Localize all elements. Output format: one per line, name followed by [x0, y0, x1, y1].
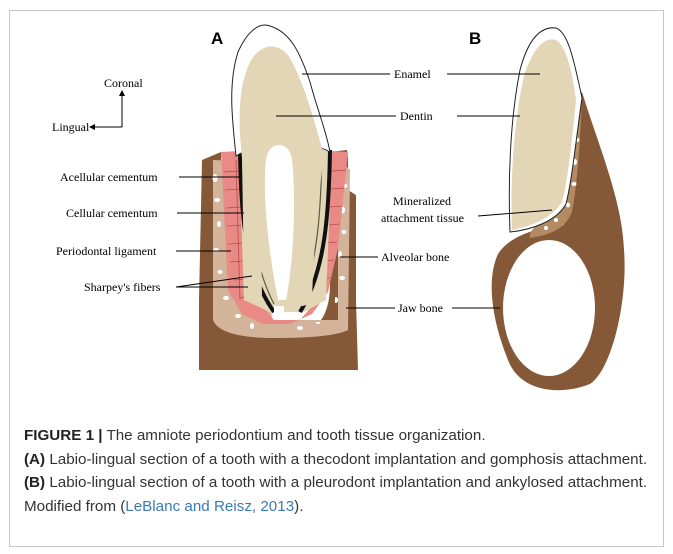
mineralized-label-line1: Mineralized [393, 194, 451, 208]
caption-b-text: Labio-lingual section of a tooth with a … [24, 474, 647, 515]
tooth-a [199, 25, 358, 370]
caption-title: The amniote periodontium and tooth tissu… [103, 427, 486, 444]
dentin-label: Dentin [400, 109, 433, 123]
caption-b-marker: (B) [24, 474, 45, 491]
caption-a-marker: (A) [24, 451, 45, 468]
periodontal-ligament-label: Periodontal ligament [56, 244, 157, 258]
mineralized-label-line2: attachment tissue [381, 211, 464, 225]
jaw-cavity-b [503, 240, 595, 376]
tooth-b [492, 28, 625, 390]
coronal-label: Coronal [104, 76, 143, 90]
caption-a-text: Labio-lingual section of a tooth with a … [45, 451, 647, 468]
figure-caption: FIGURE 1 | The amniote periodontium and … [24, 424, 650, 518]
panel-a-letter: A [211, 29, 223, 48]
acellular-cementum-label: Acellular cementum [60, 170, 158, 184]
panel-b-letter: B [469, 29, 481, 48]
alveolar-bone-label: Alveolar bone [381, 250, 449, 264]
cellular-cementum-label: Cellular cementum [66, 206, 158, 220]
enamel-label: Enamel [394, 67, 431, 81]
root-apex-a [274, 306, 284, 318]
orientation-compass: Coronal Lingual [52, 76, 143, 134]
tooth-diagram: A B Coronal Lingual [0, 0, 673, 410]
sharpeys-fibers-label: Sharpey's fibers [84, 280, 161, 294]
figure-label: FIGURE 1 | [24, 427, 103, 444]
lingual-label: Lingual [52, 120, 90, 134]
caption-closing: ). [294, 498, 303, 515]
reference-link[interactable]: LeBlanc and Reisz, 2013 [125, 498, 294, 515]
jaw-bone-label: Jaw bone [398, 301, 443, 315]
